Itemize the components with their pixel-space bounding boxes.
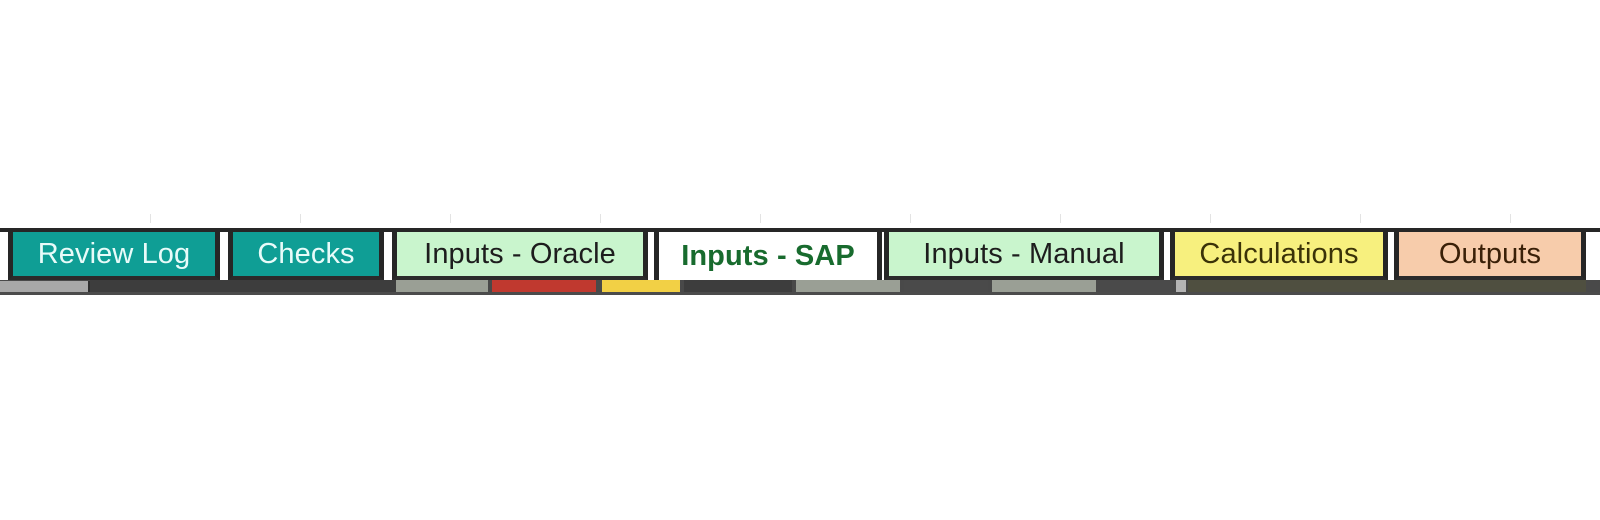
ruler-tick [760, 214, 761, 223]
sheet-tab-inputs-sap[interactable]: Inputs - SAP [654, 232, 882, 280]
ruler-tick [600, 214, 601, 223]
sheet-tab-inputs-oracle[interactable]: Inputs - Oracle [392, 232, 648, 280]
ruler-tick [1060, 214, 1061, 223]
segment-red [492, 280, 596, 294]
ruler-tick [1360, 214, 1361, 223]
scrollbar-baseline [0, 292, 1600, 295]
sheet-tab-label: Inputs - Manual [923, 237, 1125, 270]
segment-yellow [602, 280, 680, 294]
sheet-tab-calculations[interactable]: Calculations [1170, 232, 1388, 280]
sheet-tab-review-log[interactable]: Review Log [8, 232, 220, 280]
ruler-tick [910, 214, 911, 223]
sheet-tab-bar: Review Log Checks Inputs - Oracle Inputs - … [0, 228, 1600, 284]
ruler-tick [1210, 214, 1211, 223]
segment-dark-2 [684, 280, 792, 294]
segment-grey-2 [796, 280, 900, 294]
sheet-tab-inputs-manual[interactable]: Inputs - Manual [884, 232, 1164, 280]
segment-grey-4 [1176, 280, 1186, 294]
ruler-tick [1510, 214, 1511, 223]
segment-grey-3 [992, 280, 1096, 294]
segment-dark-4 [1100, 280, 1172, 294]
ruler-tick-strip [0, 212, 1600, 228]
sheet-tab-label: Review Log [37, 237, 191, 270]
ruler-tick [450, 214, 451, 223]
segment-olive [1188, 280, 1586, 294]
scroll-thumb[interactable] [0, 281, 90, 293]
segment-grey-1 [396, 280, 488, 294]
ruler-tick [300, 214, 301, 223]
sheet-tab-label: Outputs [1438, 237, 1542, 270]
sheet-tab-label: Calculations [1199, 237, 1359, 270]
segment-dark-1 [90, 280, 396, 294]
horizontal-scrollbar[interactable] [0, 280, 1600, 294]
sheet-tab-checks[interactable]: Checks [228, 232, 384, 280]
sheet-tab-label: Inputs - SAP [681, 239, 855, 272]
sheet-tab-label: Inputs - Oracle [424, 237, 616, 270]
segment-dark-3 [904, 280, 988, 294]
sheet-tab-outputs[interactable]: Outputs [1394, 232, 1586, 280]
ruler-tick [150, 214, 151, 223]
sheet-tab-label: Checks [257, 237, 355, 270]
